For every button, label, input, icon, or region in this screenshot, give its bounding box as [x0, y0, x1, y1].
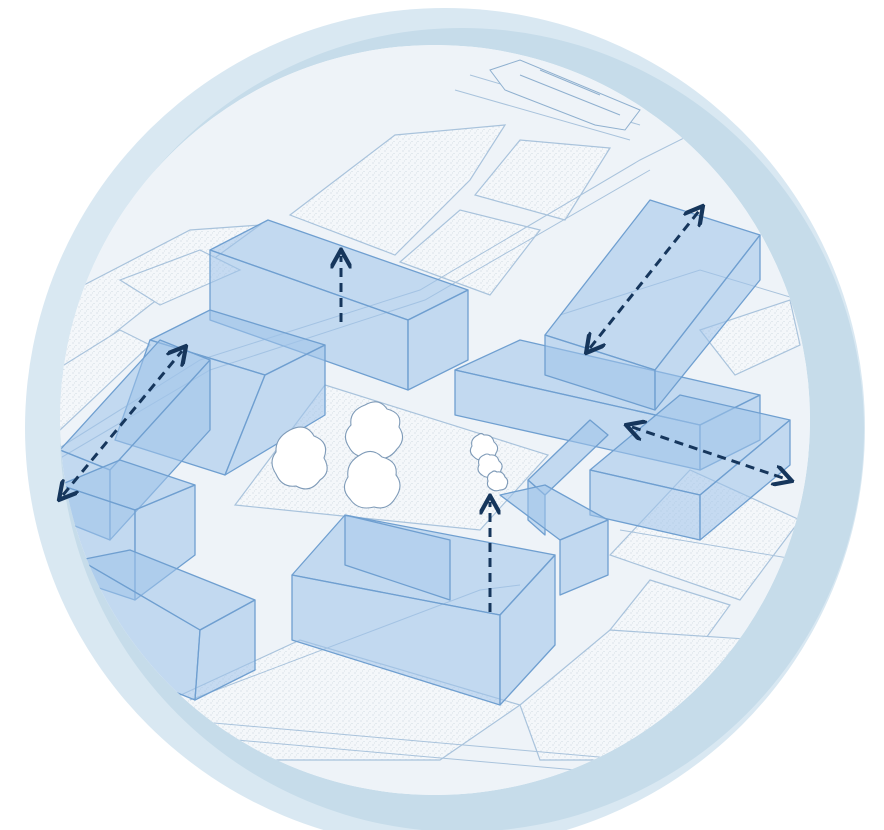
diagram-svg — [0, 0, 884, 830]
massing-diagram — [0, 0, 884, 830]
